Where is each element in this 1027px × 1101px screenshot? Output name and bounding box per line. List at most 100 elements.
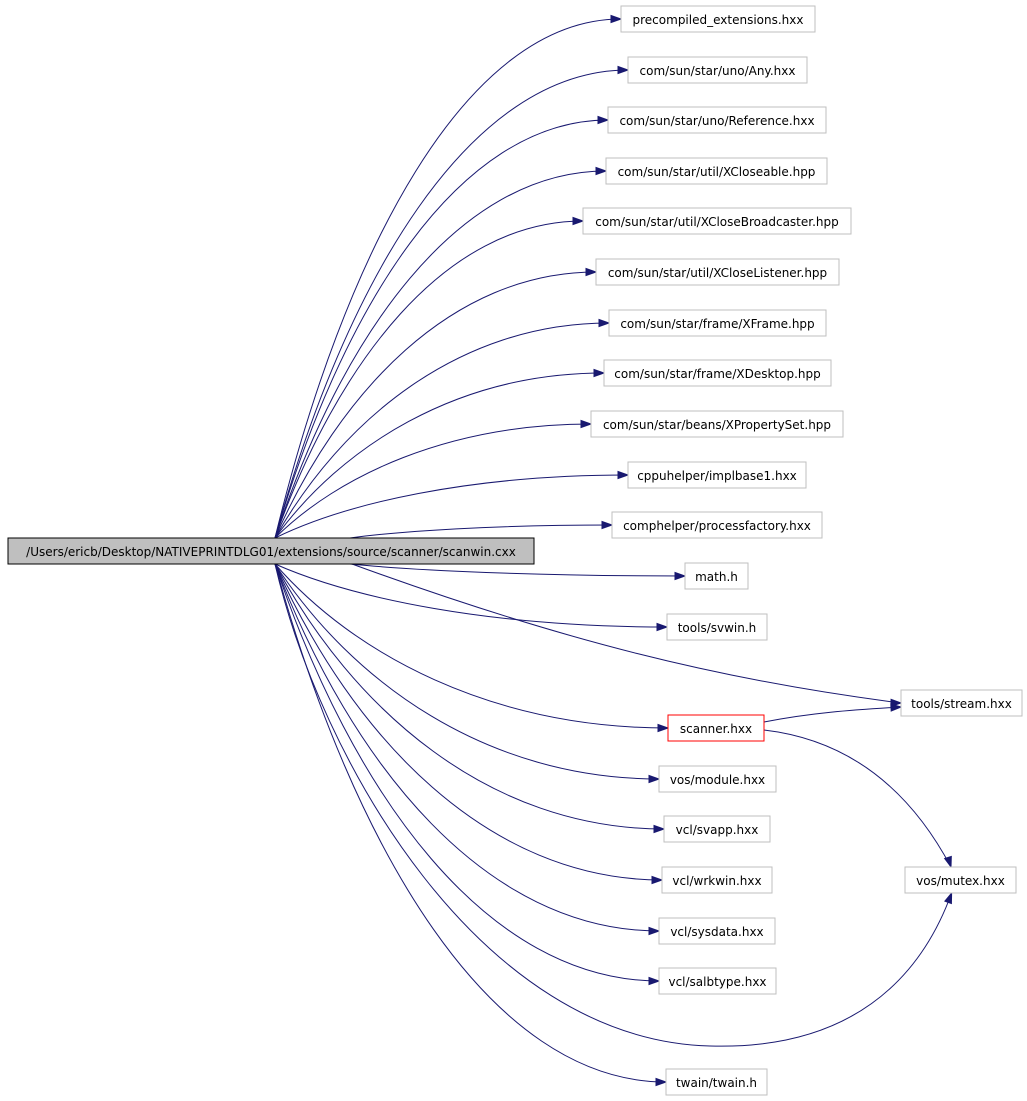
edge-line-n15-n21 xyxy=(763,729,952,868)
edge-root-n20 xyxy=(274,563,661,986)
edge-arrowhead-root-n7 xyxy=(598,318,611,328)
graph-node-n16[interactable]: vos/module.hxx xyxy=(658,765,777,793)
node-box xyxy=(661,866,773,894)
edge-root-n21 xyxy=(274,563,953,1047)
node-label: com/sun/star/uno/Reference.hxx xyxy=(619,114,814,128)
edge-arrowhead-root-n3 xyxy=(597,115,610,125)
edge-line-n15-n14 xyxy=(763,706,902,723)
edge-line-root-n4 xyxy=(274,170,607,539)
graph-node-n15[interactable]: scanner.hxx xyxy=(667,714,765,742)
edge-root-n3 xyxy=(274,115,610,539)
edge-line-root-n15 xyxy=(274,563,669,729)
edge-root-n22 xyxy=(274,563,668,1087)
node-label: com/sun/star/util/XCloseBroadcaster.hpp xyxy=(595,215,839,229)
node-label: scanner.hxx xyxy=(680,722,752,736)
edge-arrowhead-root-n8 xyxy=(593,368,606,378)
graph-node-n9[interactable]: com/sun/star/beans/XPropertySet.hpp xyxy=(590,410,844,438)
edge-root-n5 xyxy=(274,216,585,539)
edge-line-root-n7 xyxy=(274,322,610,539)
edge-arrowhead-root-n2 xyxy=(617,65,630,75)
edge-arrowhead-root-n11 xyxy=(601,520,614,530)
node-label: vos/module.hxx xyxy=(670,773,765,787)
edge-root-n10 xyxy=(274,470,630,539)
node-box xyxy=(627,461,807,489)
edge-line-root-n21 xyxy=(274,563,953,1047)
node-label: com/sun/star/util/XCloseable.hpp xyxy=(618,165,816,179)
edge-line-root-n8 xyxy=(274,372,605,539)
edge-line-root-n3 xyxy=(274,119,609,539)
edge-arrowhead-root-n13 xyxy=(656,622,669,632)
node-label: math.h xyxy=(695,570,738,584)
node-label: cppuhelper/implbase1.hxx xyxy=(637,469,797,483)
graph-node-n12[interactable]: math.h xyxy=(684,562,749,590)
node-box xyxy=(667,714,765,742)
edge-arrowhead-root-n15 xyxy=(657,723,670,733)
edge-arrowhead-n15-n14 xyxy=(890,703,903,712)
edge-root-n6 xyxy=(274,267,598,539)
graph-node-n21[interactable]: vos/mutex.hxx xyxy=(904,866,1017,894)
edge-root-n12 xyxy=(349,563,687,581)
graph-node-n11[interactable]: comphelper/processfactory.hxx xyxy=(611,511,823,539)
edge-line-root-n12 xyxy=(349,563,686,577)
edge-arrowhead-root-n16 xyxy=(648,774,661,784)
node-box xyxy=(658,967,777,995)
graph-node-n17[interactable]: vcl/svapp.hxx xyxy=(663,815,771,843)
edge-n15-n21 xyxy=(763,729,952,869)
node-label: com/sun/star/uno/Any.hxx xyxy=(640,64,796,78)
node-box xyxy=(663,815,771,843)
graph-node-n22[interactable]: twain/twain.h xyxy=(665,1068,768,1096)
edge-root-n8 xyxy=(274,368,606,539)
node-label: vcl/salbtype.hxx xyxy=(668,975,766,989)
edge-arrowhead-root-n9 xyxy=(580,419,593,429)
graph-node-n4[interactable]: com/sun/star/util/XCloseable.hpp xyxy=(605,157,828,185)
edge-line-root-n19 xyxy=(274,563,660,932)
node-label: com/sun/star/frame/XFrame.hpp xyxy=(620,317,814,331)
edge-layer xyxy=(274,14,953,1087)
edge-root-n16 xyxy=(274,563,661,784)
graph-node-n1[interactable]: precompiled_extensions.hxx xyxy=(620,5,816,33)
edge-line-root-n22 xyxy=(274,563,667,1083)
graph-node-n14[interactable]: tools/stream.hxx xyxy=(900,689,1023,717)
node-box xyxy=(608,309,827,337)
edge-root-n7 xyxy=(274,318,611,539)
graph-node-n18[interactable]: vcl/wrkwin.hxx xyxy=(661,866,773,894)
node-box xyxy=(904,866,1017,894)
graph-node-n10[interactable]: cppuhelper/implbase1.hxx xyxy=(627,461,807,489)
edge-line-root-n11 xyxy=(349,524,613,539)
edge-arrowhead-root-n6 xyxy=(585,267,598,277)
graph-node-n3[interactable]: com/sun/star/uno/Reference.hxx xyxy=(607,106,827,134)
graph-node-n8[interactable]: com/sun/star/frame/XDesktop.hpp xyxy=(603,359,832,387)
edge-arrowhead-root-n5 xyxy=(572,216,585,226)
edge-line-root-n16 xyxy=(274,563,660,780)
edge-line-root-n14 xyxy=(351,563,902,704)
node-label: comphelper/processfactory.hxx xyxy=(623,519,811,533)
node-box xyxy=(620,5,816,33)
node-box xyxy=(611,511,823,539)
graph-node-n7[interactable]: com/sun/star/frame/XFrame.hpp xyxy=(608,309,827,337)
graph-node-n5[interactable]: com/sun/star/util/XCloseBroadcaster.hpp xyxy=(582,207,852,235)
graph-node-n6[interactable]: com/sun/star/util/XCloseListener.hpp xyxy=(595,258,840,286)
node-box xyxy=(590,410,844,438)
graph-node-n19[interactable]: vcl/sysdata.hxx xyxy=(658,917,776,945)
edge-line-root-n17 xyxy=(274,563,665,830)
edge-root-n2 xyxy=(274,65,630,539)
node-label: twain/twain.h xyxy=(676,1076,757,1090)
graph-node-n13[interactable]: tools/svwin.h xyxy=(666,613,768,641)
edge-arrowhead-root-n19 xyxy=(648,926,661,936)
edge-root-n17 xyxy=(274,563,666,834)
graph-node-n2[interactable]: com/sun/star/uno/Any.hxx xyxy=(627,56,808,84)
edge-arrowhead-root-n20 xyxy=(648,976,661,986)
graph-node-root[interactable]: /Users/ericb/Desktop/NATIVEPRINTDLG01/ex… xyxy=(7,537,535,565)
edge-arrowhead-root-n21 xyxy=(944,891,953,905)
edge-line-root-n5 xyxy=(274,220,584,539)
edge-root-n19 xyxy=(274,563,661,936)
edge-arrowhead-root-n1 xyxy=(610,14,623,24)
node-box xyxy=(665,1068,768,1096)
edge-arrowhead-root-n17 xyxy=(653,824,666,834)
node-layer: /Users/ericb/Desktop/NATIVEPRINTDLG01/ex… xyxy=(7,5,1023,1096)
node-box xyxy=(627,56,808,84)
graph-node-n20[interactable]: vcl/salbtype.hxx xyxy=(658,967,777,995)
node-label: vos/mutex.hxx xyxy=(916,874,1005,888)
node-box xyxy=(582,207,852,235)
edge-arrowhead-root-n18 xyxy=(651,875,664,885)
